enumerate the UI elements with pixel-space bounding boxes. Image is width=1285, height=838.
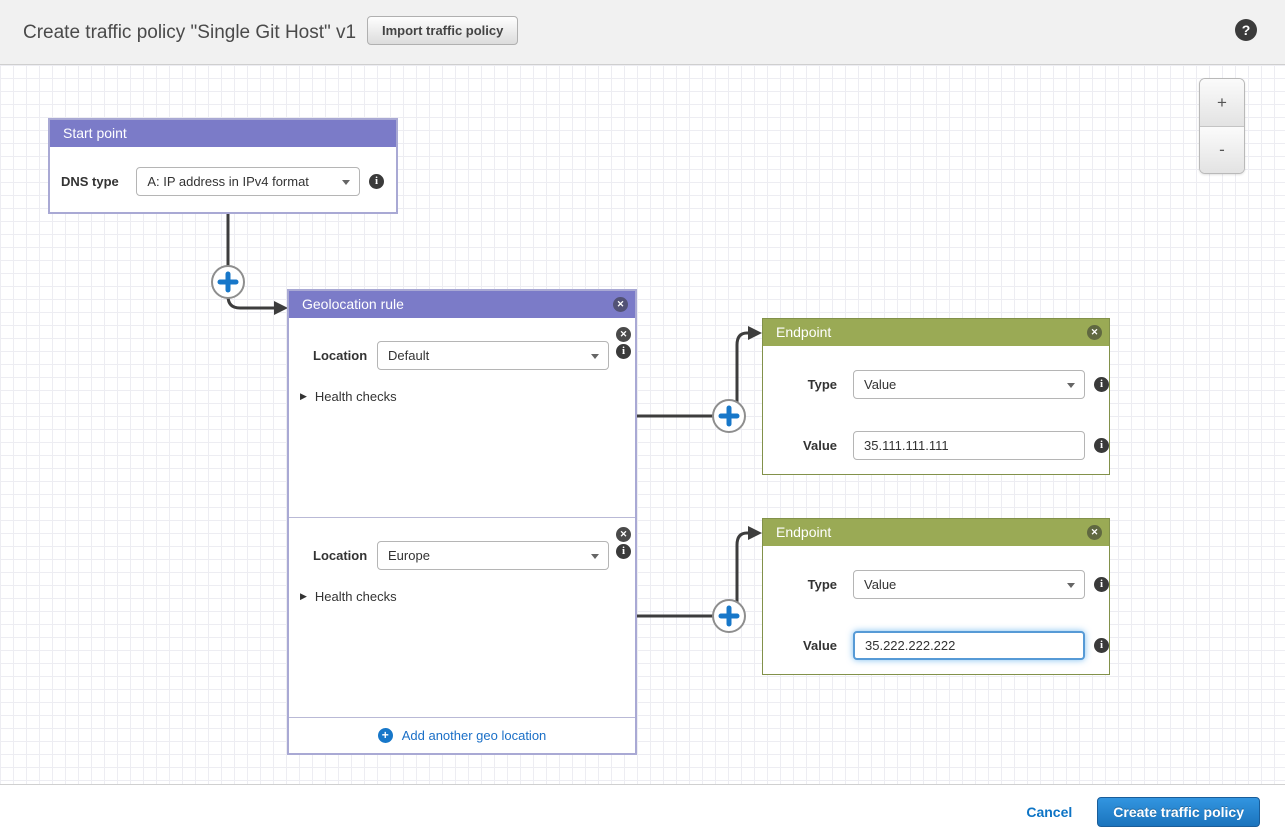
top-bar: Create traffic policy "Single Git Host" … (0, 0, 1285, 65)
location-label: Location (313, 348, 368, 363)
geolocation-rule-header: Geolocation rule ✕ (289, 291, 635, 318)
add-endpoint-node-1 (712, 399, 746, 433)
start-point-header: Start point (50, 120, 396, 147)
location-value: Europe (388, 548, 430, 563)
endpoint-header: Endpoint ✕ (763, 519, 1109, 546)
geo-location-section-default: ✕ i Location Default ▶ Health checks (289, 318, 635, 518)
info-icon[interactable]: i (616, 544, 631, 559)
health-checks-label: Health checks (314, 589, 397, 604)
endpoint-box-1: Endpoint ✕ Type Value i Value i (762, 318, 1110, 475)
add-geo-location-label: Add another geo location (401, 728, 547, 743)
info-icon[interactable]: i (1094, 577, 1109, 592)
geo-location-section-europe: ✕ i Location Europe ▶ Health checks (289, 518, 635, 718)
dns-type-select[interactable]: A: IP address in IPv4 format (136, 167, 360, 196)
location-label: Location (313, 548, 368, 563)
endpoint-title: Endpoint (776, 524, 832, 540)
expander-arrow-icon: ▶ (300, 591, 307, 601)
endpoint-type-value: Value (864, 377, 897, 392)
endpoint-type-value: Value (864, 577, 897, 592)
info-icon[interactable]: i (369, 174, 384, 189)
close-icon[interactable]: ✕ (1087, 325, 1102, 340)
chevron-down-icon (1067, 383, 1075, 388)
start-point-box: Start point DNS type A: IP address in IP… (48, 118, 398, 214)
add-rule-node (211, 265, 245, 299)
page-title: Create traffic policy "Single Git Host" … (23, 22, 357, 43)
geolocation-rule-title: Geolocation rule (302, 296, 404, 312)
add-endpoint-node-2 (712, 599, 746, 633)
endpoint-value-input-focused[interactable] (853, 631, 1085, 660)
policy-canvas[interactable]: + - Start point DNS type A: IP address i… (0, 65, 1285, 784)
dns-type-value: A: IP address in IPv4 format (147, 174, 309, 189)
geolocation-rule-box: Geolocation rule ✕ ✕ i Location Default … (287, 289, 637, 755)
chevron-down-icon (1067, 583, 1075, 588)
plus-icon: + (377, 728, 393, 743)
location-select-default[interactable]: Default (377, 341, 609, 370)
chevron-down-icon (591, 554, 599, 559)
endpoint-value-input[interactable] (853, 431, 1085, 460)
cancel-button[interactable]: Cancel (1026, 803, 1073, 820)
info-icon[interactable]: i (616, 344, 631, 359)
endpoint-value-label: Value (803, 438, 837, 453)
chevron-down-icon (591, 354, 599, 359)
help-icon[interactable]: ? (1235, 19, 1257, 41)
add-geo-location-button[interactable]: + Add another geo location (289, 718, 635, 753)
canvas-zoom-controls: + - (1199, 78, 1245, 174)
import-traffic-policy-button[interactable]: Import traffic policy (367, 16, 519, 45)
health-checks-expander[interactable]: ▶ Health checks (300, 589, 397, 604)
endpoint-value-label: Value (803, 638, 837, 653)
location-select-europe[interactable]: Europe (377, 541, 609, 570)
info-icon[interactable]: i (1094, 377, 1109, 392)
zoom-out-button[interactable]: - (1200, 126, 1244, 173)
zoom-in-button[interactable]: + (1200, 79, 1244, 126)
endpoint-type-select[interactable]: Value (853, 570, 1085, 599)
location-value: Default (388, 348, 430, 363)
endpoint-type-label: Type (807, 377, 837, 392)
close-icon[interactable]: ✕ (1087, 525, 1102, 540)
close-icon[interactable]: ✕ (613, 297, 628, 312)
footer-bar: Cancel Create traffic policy (0, 784, 1285, 838)
endpoint-header: Endpoint ✕ (763, 319, 1109, 346)
info-icon[interactable]: i (1094, 638, 1109, 653)
dns-type-label: DNS type (61, 174, 119, 189)
health-checks-label: Health checks (314, 389, 397, 404)
info-icon[interactable]: i (1094, 438, 1109, 453)
close-icon[interactable]: ✕ (616, 327, 631, 342)
chevron-down-icon (342, 180, 350, 185)
close-icon[interactable]: ✕ (616, 527, 631, 542)
endpoint-title: Endpoint (776, 324, 832, 340)
expander-arrow-icon: ▶ (300, 391, 307, 401)
health-checks-expander[interactable]: ▶ Health checks (300, 389, 397, 404)
create-traffic-policy-button[interactable]: Create traffic policy (1097, 796, 1260, 827)
endpoint-type-label: Type (807, 577, 837, 592)
endpoint-box-2: Endpoint ✕ Type Value i Value i (762, 518, 1110, 675)
endpoint-type-select[interactable]: Value (853, 370, 1085, 399)
